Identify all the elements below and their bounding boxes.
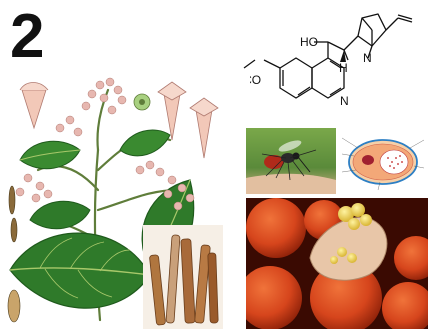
- red-blood-cell: [394, 236, 428, 280]
- red-blood-cell: [382, 282, 428, 329]
- quinoline-ring-left: [279, 57, 313, 99]
- flower-detail-far-right: [189, 97, 219, 159]
- cinchona-plant-illustration: [0, 70, 250, 329]
- hydroxyl-label: HO: [300, 35, 318, 49]
- seed-pods: [7, 185, 21, 323]
- leaf-upper-left: [19, 140, 81, 170]
- flower-detail-center: [133, 93, 151, 111]
- cinchona-bark-photo: [143, 225, 223, 329]
- leaf-mid-left: [29, 200, 91, 230]
- mosquito-photo: [246, 128, 336, 194]
- red-blood-cell: [246, 198, 306, 258]
- flower-detail-left: [19, 82, 49, 130]
- figure-number: 2: [10, 2, 45, 71]
- quinoline-nitrogen-label: N: [340, 94, 349, 108]
- flower-detail-right: [157, 81, 187, 141]
- quinine-structure: HO H N N H3CO: [230, 13, 413, 108]
- leaf-upper-right: [119, 129, 171, 157]
- infected-cell: [309, 216, 388, 281]
- flower-clusters: [15, 77, 195, 211]
- parasite-cell-diagram: [338, 128, 428, 194]
- hydrogen-label: H: [339, 61, 348, 75]
- red-blood-cells-micrograph: [246, 198, 428, 329]
- parasite-merozoites: [330, 203, 372, 264]
- quinuclidine-nitrogen-label: N: [363, 51, 372, 65]
- red-blood-cell: [310, 262, 382, 329]
- red-blood-cell: [246, 266, 302, 329]
